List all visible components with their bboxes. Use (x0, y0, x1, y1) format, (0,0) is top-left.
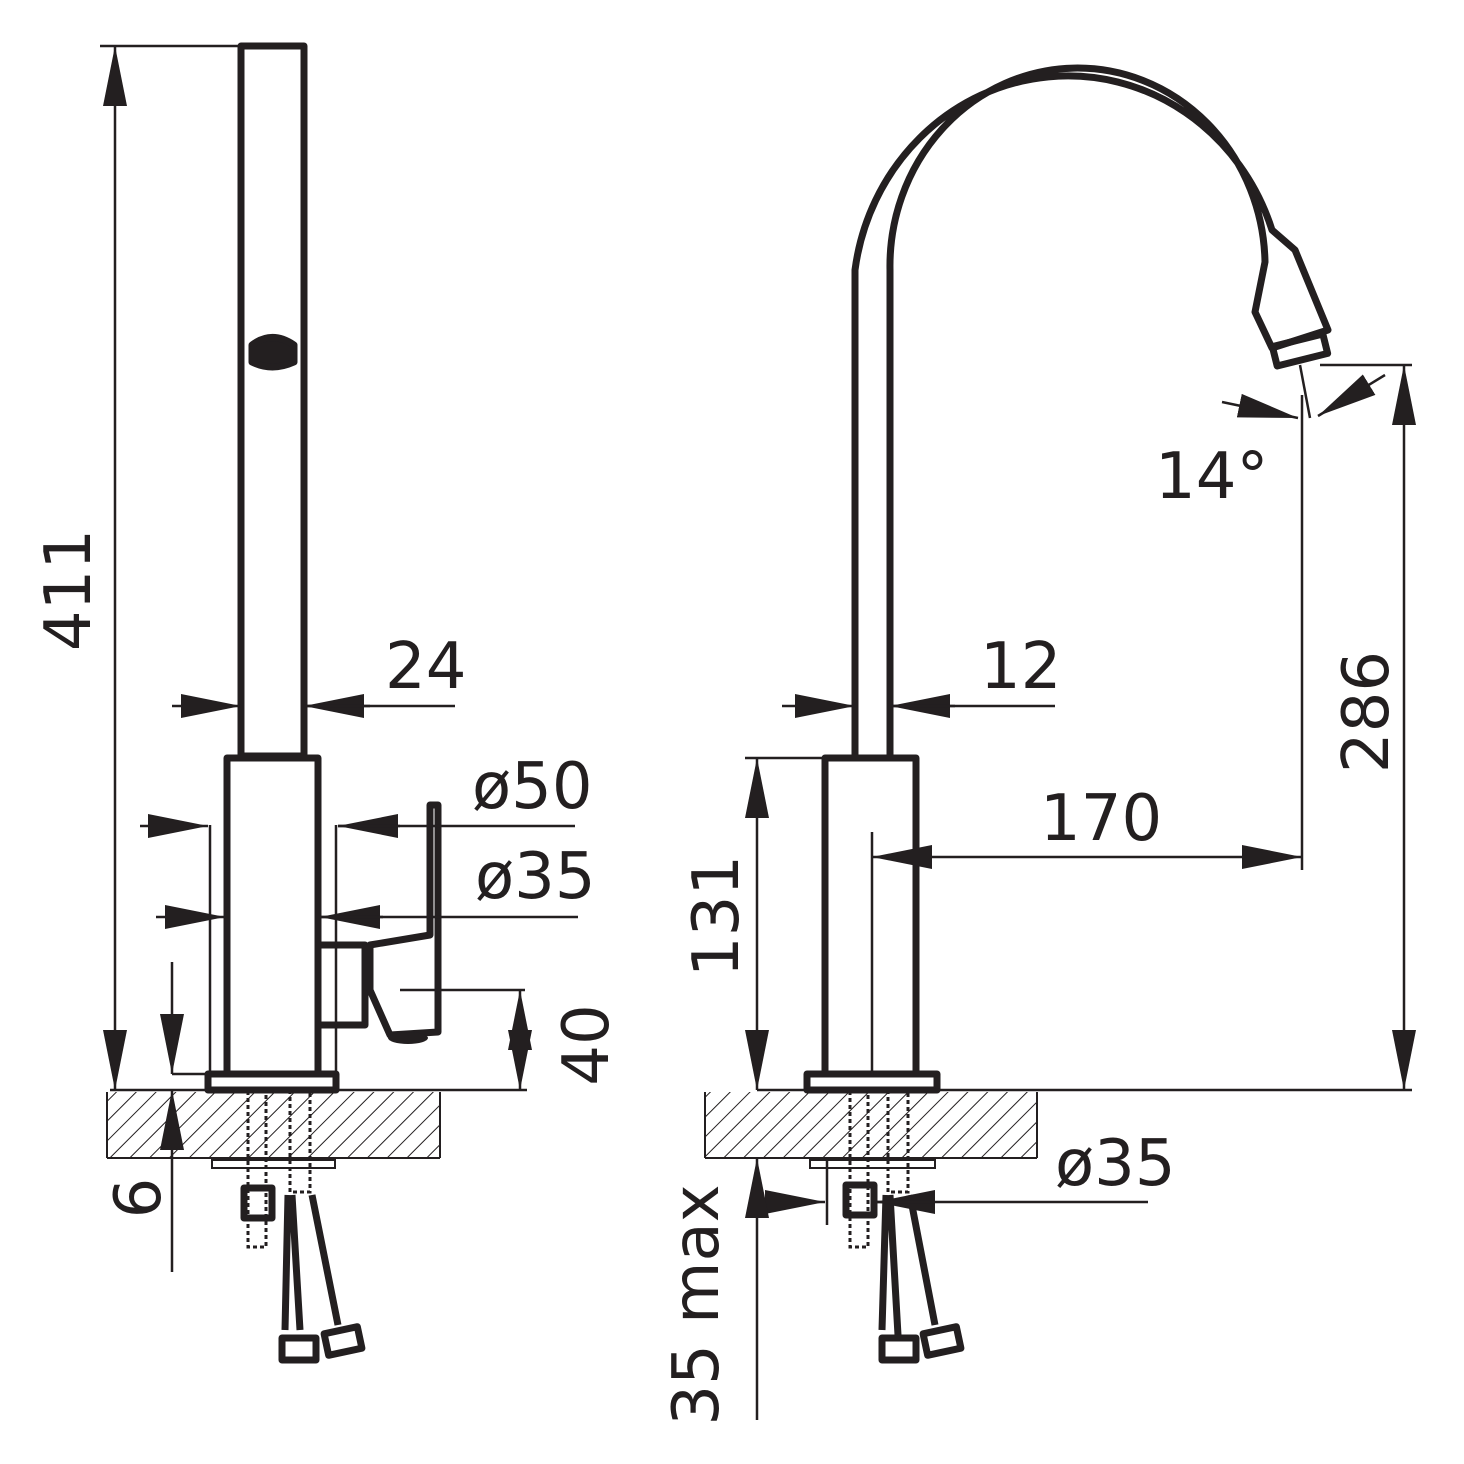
threaded-rod (246, 1090, 268, 1249)
countertop-section (705, 1092, 1037, 1158)
spout (237, 42, 308, 760)
threaded-rod (848, 1090, 870, 1249)
hoses (878, 1194, 939, 1336)
base-plate (803, 1070, 941, 1094)
dim-spout-width: 24 (385, 630, 466, 704)
gooseneck-spout (851, 64, 1332, 756)
aerator (1268, 330, 1332, 370)
aerator (248, 334, 298, 371)
dim-lever-height: 40 (550, 1004, 624, 1085)
dim-counter-thickness: 35 max (660, 1184, 734, 1425)
dim-inner-diameter: ø35 (475, 840, 596, 914)
side-view: 411 24 ø50 ø35 40 6 (32, 42, 624, 1364)
dim-tube-width: 12 (980, 630, 1061, 704)
body (821, 754, 920, 1078)
front-view: 12 170 131 286 14° ø35 35 max (660, 64, 1416, 1426)
lever-mount (320, 941, 369, 1029)
body (223, 754, 322, 1078)
dim-total-height: 411 (32, 529, 106, 651)
lever-handle (366, 801, 442, 1039)
dim-base-thickness: 6 (102, 1178, 176, 1219)
dim-spout-height: 286 (1330, 651, 1404, 773)
dim-spout-angle: 14° (1155, 440, 1268, 514)
dim-body-height: 131 (680, 855, 754, 977)
countertop-section (107, 1092, 440, 1158)
dim-reach: 170 (1040, 782, 1162, 856)
dim-mount-diameter: ø35 (1055, 1127, 1176, 1201)
dim-body-diameter: ø50 (472, 750, 593, 824)
base-plate (204, 1070, 340, 1094)
hoses (281, 1194, 342, 1331)
